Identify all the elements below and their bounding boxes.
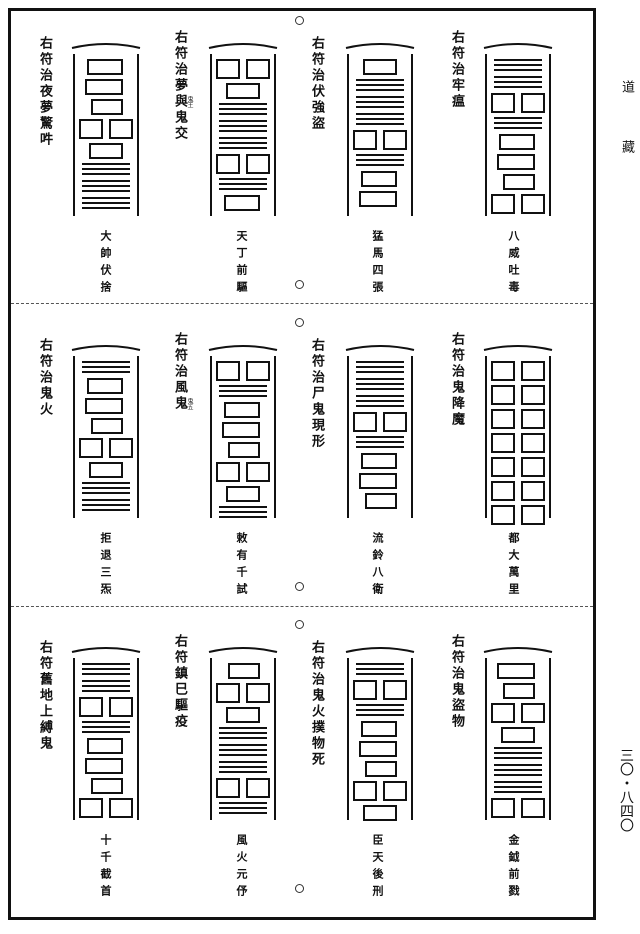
circle-mark	[295, 280, 304, 289]
talisman-figure	[203, 338, 283, 532]
talisman-figure	[66, 36, 146, 230]
talisman-figure	[340, 338, 420, 532]
page-border	[8, 8, 596, 920]
talisman-label: 拒退三炁	[99, 532, 112, 600]
talisman-figure	[478, 640, 558, 834]
talisman-caption: 右符治伏強盜	[309, 36, 324, 132]
talisman-label: 流鈴八衛	[371, 532, 384, 600]
talisman-label: 敕有千試	[235, 532, 248, 600]
circle-mark	[295, 884, 304, 893]
small-note: 鬼王	[186, 96, 193, 108]
talisman-caption: 右符舊地上縛鬼	[37, 640, 52, 752]
circle-mark	[295, 620, 304, 629]
talisman-label: 都大萬里	[507, 532, 520, 600]
talisman-figure	[66, 640, 146, 834]
talisman-caption: 右符治鬼盜物	[449, 634, 464, 730]
circle-mark	[295, 582, 304, 591]
talisman-label: 十千截首	[99, 834, 112, 902]
talisman-label: 天丁前驅	[235, 230, 248, 298]
talisman-caption: 右符治鬼火撲物死	[309, 640, 324, 768]
talisman-caption: 右符治尸鬼現形	[309, 338, 324, 450]
page-number: 三〇・八四〇	[618, 748, 634, 832]
small-note: 鬼五	[186, 398, 193, 410]
talisman-figure	[340, 36, 420, 230]
talisman-caption: 右符治夜夢驚吽	[37, 36, 52, 148]
talisman-label: 八威吐毒	[507, 230, 520, 298]
talisman-figure	[340, 640, 420, 834]
row-divider	[11, 606, 593, 607]
talisman-caption: 右符治牢瘟	[449, 30, 464, 110]
talisman-figure	[203, 36, 283, 230]
talisman-label: 大帥伏捨	[99, 230, 112, 298]
talisman-label: 風火元伃	[235, 834, 248, 902]
talisman-figure	[478, 36, 558, 230]
talisman-label: 金鉞前戮	[507, 834, 520, 902]
talisman-figure	[203, 640, 283, 834]
talisman-figure	[66, 338, 146, 532]
talisman-caption: 右符治夢與鬼交	[172, 30, 187, 142]
circle-mark	[295, 318, 304, 327]
talisman-caption: 右符鎮巳驅疫	[172, 634, 187, 730]
circle-mark	[295, 16, 304, 25]
talisman-caption: 右符治鬼降魔	[449, 332, 464, 428]
talisman-figure	[478, 338, 558, 532]
margin-title-top: 道	[619, 80, 634, 93]
row-divider	[11, 303, 593, 304]
talisman-label: 臣天後刑	[371, 834, 384, 902]
margin-title-bottom: 藏	[619, 140, 634, 153]
talisman-caption: 右符治鬼火	[37, 338, 52, 418]
talisman-label: 猛馬四張	[371, 230, 384, 298]
talisman-caption: 右符治風鬼	[172, 332, 187, 412]
